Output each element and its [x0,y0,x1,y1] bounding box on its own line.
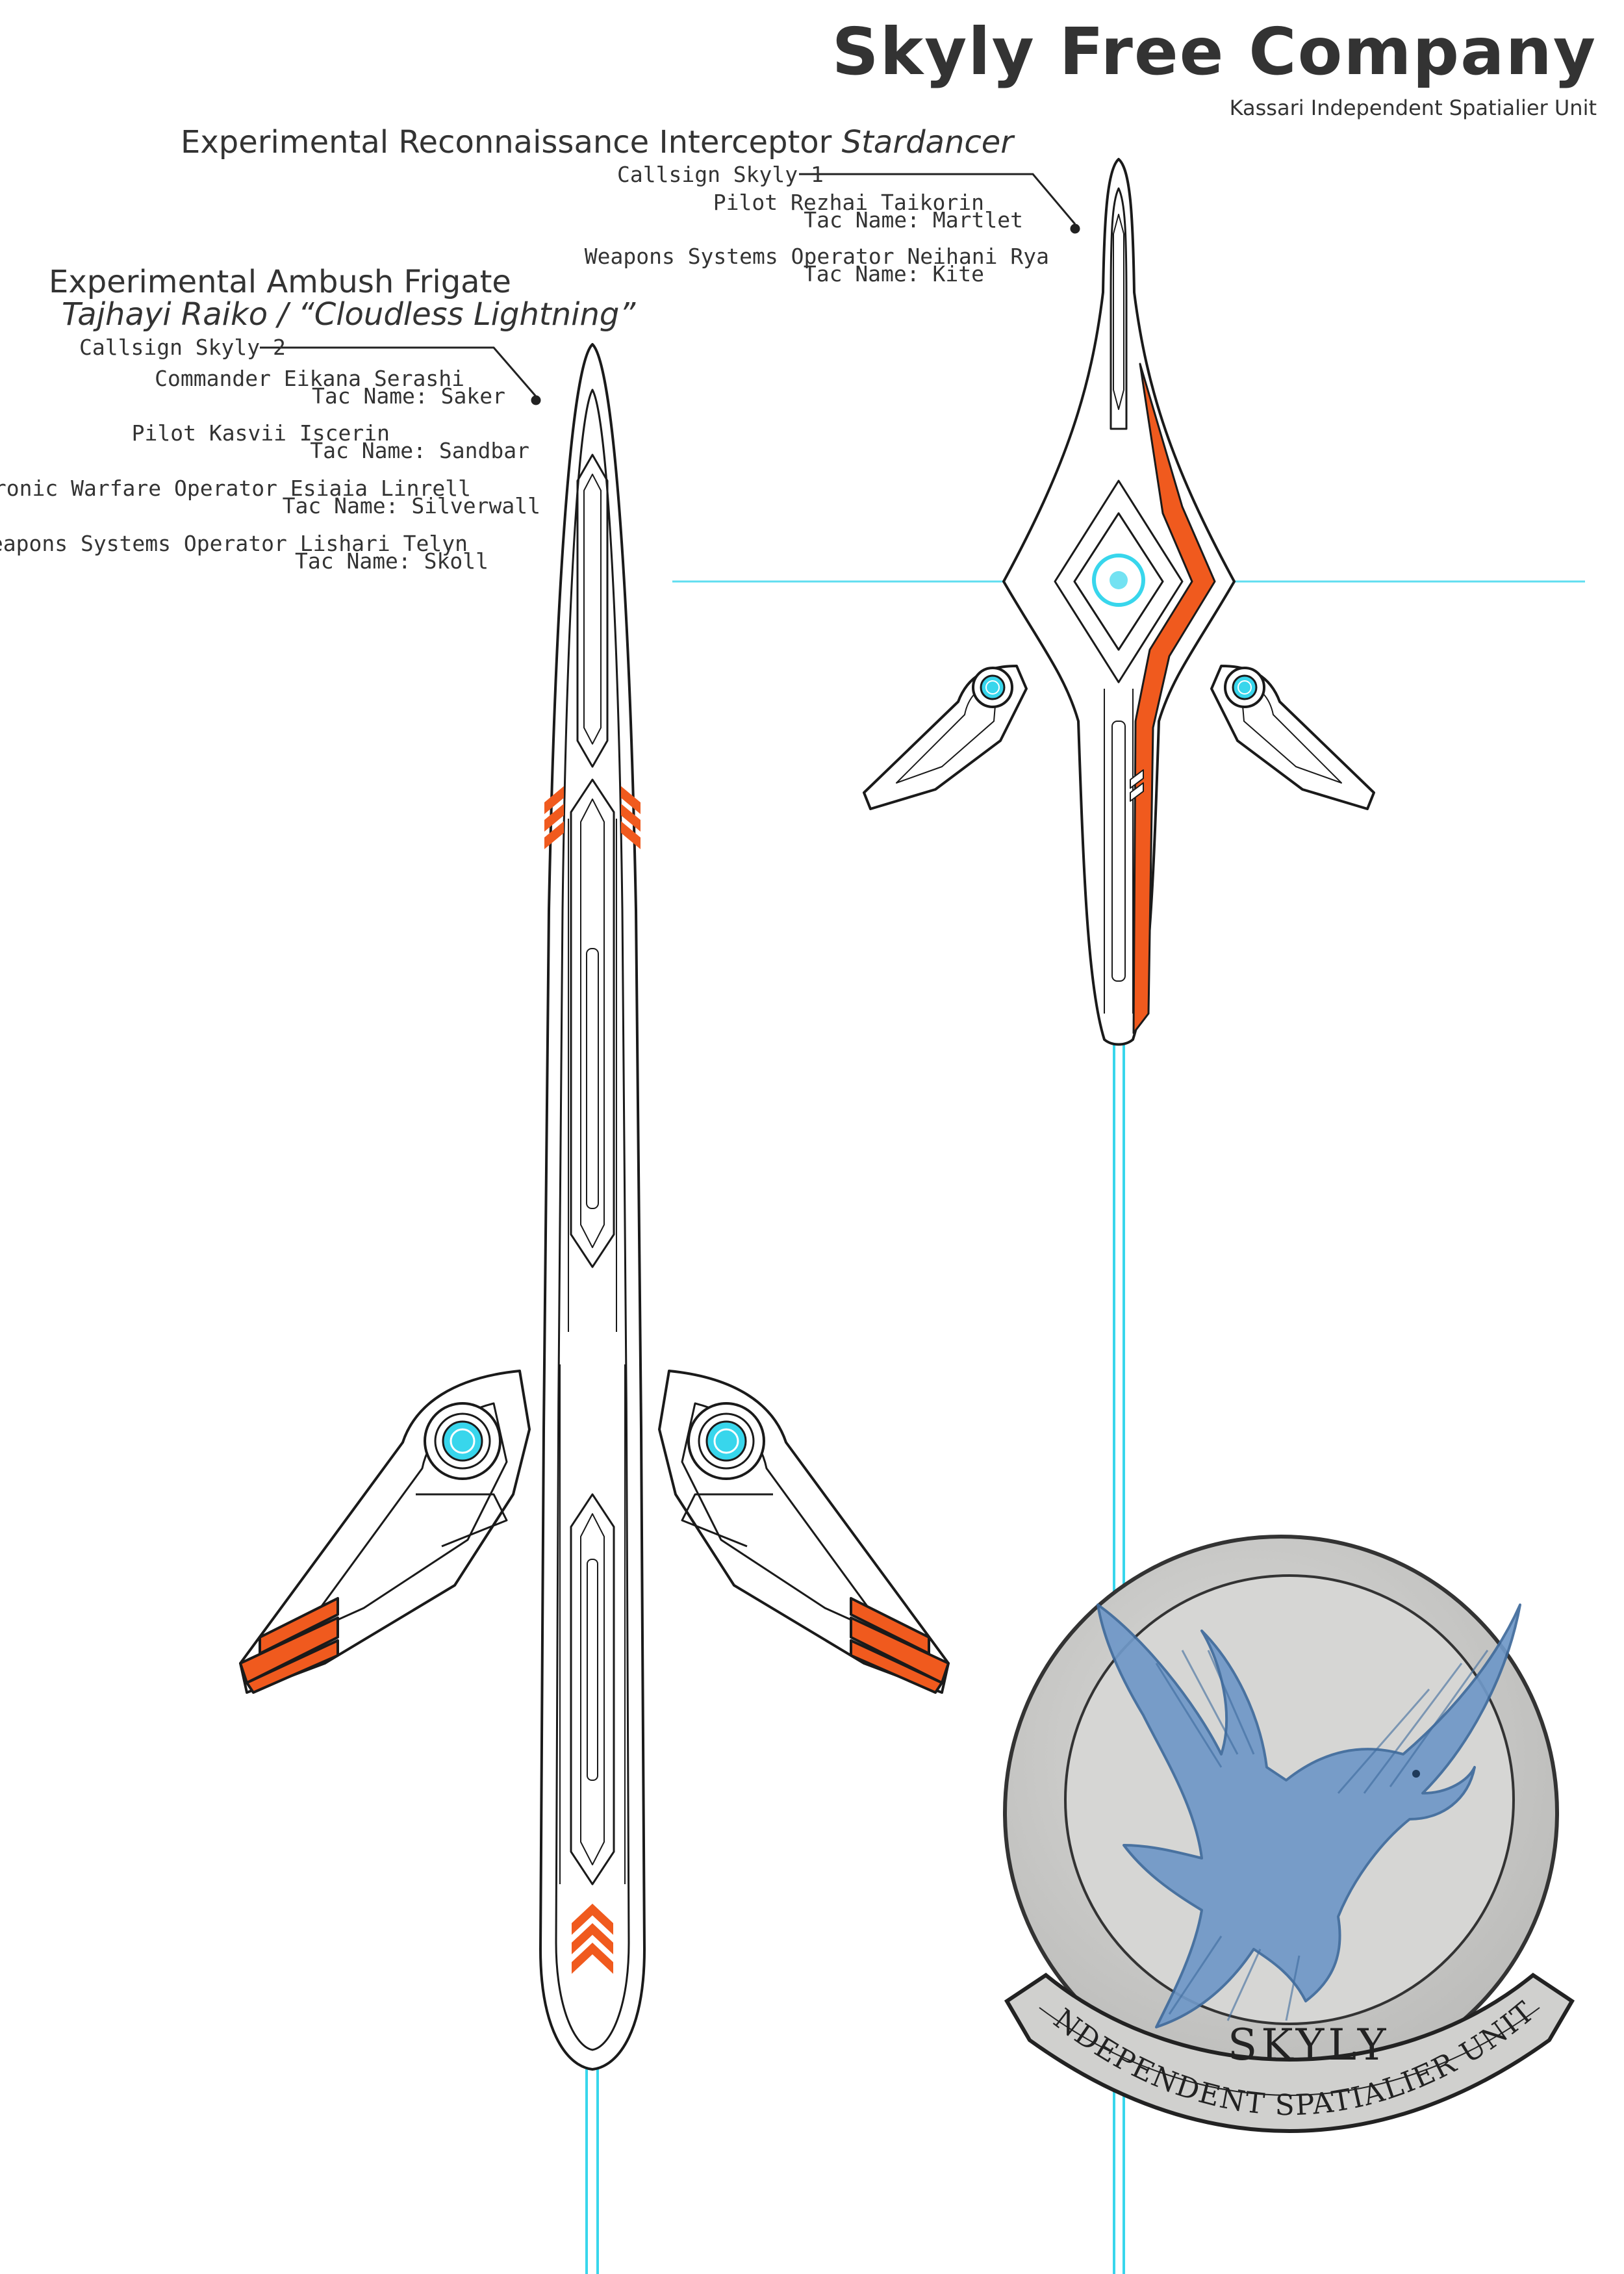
skyly-emblem-patch [1003,1535,1575,2134]
emblem-name: SKYLY [1228,2020,1390,2070]
frigate-orange-stripes [544,786,641,1974]
stardancer-heading-name: Stardancer [841,124,1014,160]
frigate-right-wing [658,1370,950,1694]
frigate-crew-1-tac: Tac Name: Saker [311,383,505,409]
leader-line-skyly2 [260,346,537,397]
stardancer-core-ring [1092,554,1145,607]
stardancer-orange-stripe [1132,363,1216,1034]
callout-leader-lines [260,173,1080,405]
frigate-callsign: Callsign Skyly 2 [79,335,286,360]
stardancer-right-wing [1210,665,1375,810]
stardancer-hull [1002,158,1236,1046]
frigate-crew-4-role: Weapons Systems Operator Lishari Telyn [0,531,468,556]
stardancer-left-wing [863,665,1028,810]
emblem-motto: INDEPENDENT SPATIALIER UNIT [0,0,1540,2122]
frigate-crew-3-role: Electronic Warfare Operator Esiaia Linre… [0,476,471,501]
frigate-crew-4-tac: Tac Name: Skoll [294,548,488,574]
emblem-ribbon [1004,1973,1575,2134]
stardancer-crew-2-tac: Tac Name: Kite [803,261,984,287]
frigate-crew-1-role: Commander Eikana Serashi [155,366,464,391]
stardancer-heading: Experimental Reconnaissance Interceptor … [181,127,1013,158]
emblem-motto-text: INDEPENDENT SPATIALIER UNIT [0,0,1540,2122]
stardancer-crew-1-role: Pilot Rezhai Taikorin [713,190,984,215]
frigate-crew-3-tac: Tac Name: Silverwall [282,493,540,518]
frigate-crew-2-tac: Tac Name: Sandbar [310,438,529,463]
frigate-heading-line2: Tajhayi Raiko / “Cloudless Lightning” [62,296,636,333]
frigate-hull [539,343,646,2071]
frigate-exhaust-beams [585,2066,599,2274]
frigate-heading-line1: Experimental Ambush Frigate [49,264,511,300]
frigate-left-wing [239,1370,531,1694]
page-subtitle: Kassari Independent Spatialier Unit [1229,96,1597,120]
leader-line-skyly1 [799,173,1076,225]
stardancer-callsign: Callsign Skyly 1 [617,162,824,187]
stardancer-crew-1-tac: Tac Name: Martlet [804,207,1023,233]
stardancer-heading-prefix: Experimental Reconnaissance Interceptor [181,124,832,160]
dove-emblem [1097,1603,1521,2028]
page-title: Skyly Free Company [831,14,1597,90]
stardancer-crew-2-role: Weapons Systems Operator Neihani Rya [584,244,1049,269]
frigate-crew-2-role: Pilot Kasvii Iscerin [131,420,390,446]
